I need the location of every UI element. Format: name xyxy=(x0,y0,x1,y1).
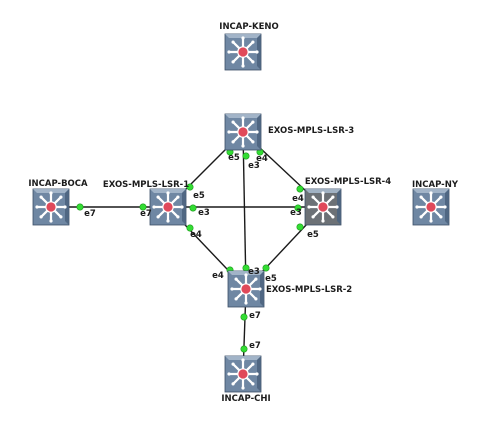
port-label-lsr1-e5: e5 xyxy=(193,191,205,201)
router-node-lsr4[interactable] xyxy=(304,188,342,226)
port-label-lsr4-e3: e3 xyxy=(290,208,302,218)
router-node-chi[interactable] xyxy=(224,355,262,393)
node-label-lsr1: EXOS-MPLS-LSR-1 xyxy=(103,180,189,190)
port-label-lsr3-e4: e4 xyxy=(256,154,268,164)
port-dot-lsr1-e4 xyxy=(186,224,194,232)
port-label-lsr4-e4: e4 xyxy=(292,194,304,204)
port-dot-lsr4-e3 xyxy=(294,204,302,212)
port-label-lsr2-e5: e5 xyxy=(265,274,277,284)
port-dot-lsr1-e7 xyxy=(139,203,147,211)
port-dot-lsr1-e3 xyxy=(189,204,197,212)
port-label-lsr2-e3: e3 xyxy=(248,267,260,277)
router-icon xyxy=(227,270,265,308)
router-icon xyxy=(224,113,262,151)
router-icon xyxy=(149,188,187,226)
port-label-lsr1-e7: e7 xyxy=(140,209,152,219)
port-label-lsr3-e5: e5 xyxy=(228,153,240,163)
router-node-lsr2[interactable] xyxy=(227,270,265,308)
node-label-lsr4: EXOS-MPLS-LSR-4 xyxy=(305,177,391,187)
port-label-boca-e7: e7 xyxy=(84,209,96,219)
router-node-boca[interactable] xyxy=(32,188,70,226)
node-label-keno: INCAP-KENO xyxy=(219,22,278,32)
port-label-lsr2-e7: e7 xyxy=(249,311,261,321)
router-icon xyxy=(304,188,342,226)
router-icon xyxy=(32,188,70,226)
port-dot-chi-e7 xyxy=(240,345,248,353)
port-label-lsr2-e4: e4 xyxy=(212,271,224,281)
port-dot-lsr3-e3 xyxy=(242,152,250,160)
port-dot-lsr4-e4 xyxy=(296,185,304,193)
router-node-lsr1[interactable] xyxy=(149,188,187,226)
node-label-chi: INCAP-CHI xyxy=(221,394,270,404)
port-label-lsr1-e4: e4 xyxy=(190,230,202,240)
port-label-lsr3-e3: e3 xyxy=(248,161,260,171)
port-dot-lsr2-e5 xyxy=(262,264,270,272)
port-dot-boca-e7 xyxy=(76,203,84,211)
node-label-lsr3: EXOS-MPLS-LSR-3 xyxy=(268,126,354,136)
router-icon xyxy=(224,355,262,393)
port-label-chi-e7: e7 xyxy=(249,341,261,351)
node-label-ny: INCAP-NY xyxy=(412,180,459,190)
port-dot-lsr1-e5 xyxy=(186,183,194,191)
port-label-lsr1-e3: e3 xyxy=(198,208,210,218)
router-icon xyxy=(412,188,450,226)
router-icon xyxy=(224,33,262,71)
port-dot-lsr2-e7 xyxy=(240,313,248,321)
router-node-lsr3[interactable] xyxy=(224,113,262,151)
router-node-ny[interactable] xyxy=(412,188,450,226)
port-dot-lsr4-e5 xyxy=(296,223,304,231)
router-node-keno[interactable] xyxy=(224,33,262,71)
node-label-boca: INCAP-BOCA xyxy=(28,179,88,189)
links-layer xyxy=(51,131,324,375)
node-label-lsr2: EXOS-MPLS-LSR-2 xyxy=(266,285,352,295)
port-label-lsr4-e5: e5 xyxy=(307,230,319,240)
